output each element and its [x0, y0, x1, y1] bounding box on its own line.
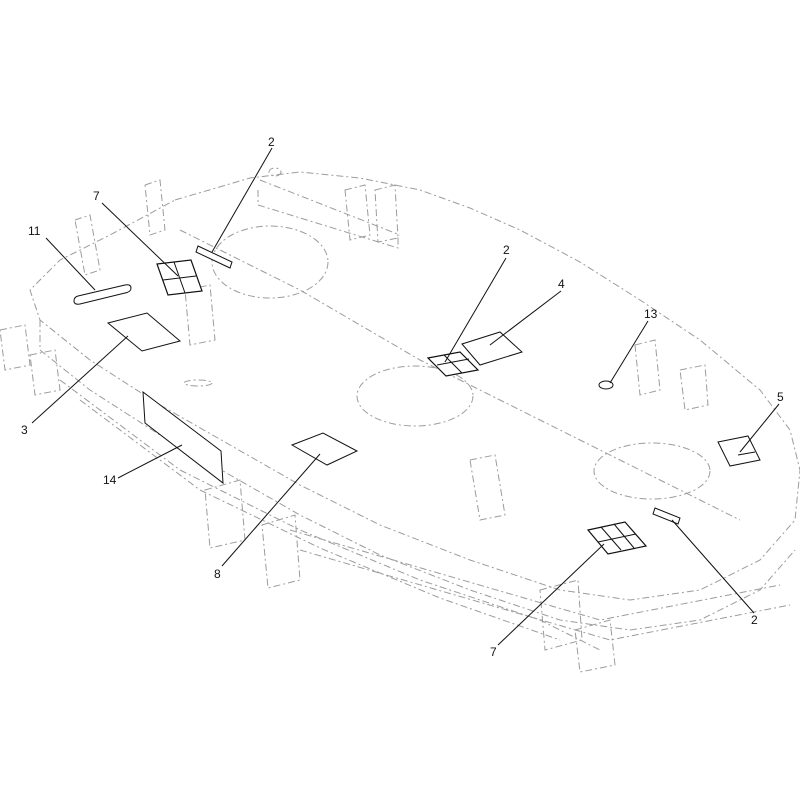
callout-label: 13 — [644, 307, 658, 321]
mower-deck-outline — [0, 167, 800, 673]
decal-14-side-panel — [142, 390, 224, 485]
decal-11-strip — [73, 284, 132, 305]
callout-label: 4 — [558, 277, 565, 291]
leader-lines — [31, 147, 780, 646]
decal-8-square — [290, 432, 359, 466]
decal-parts — [73, 245, 761, 555]
callout-label: 8 — [214, 567, 221, 581]
callout-label: 2 — [503, 243, 510, 257]
decal-2-lower-strip — [652, 507, 681, 525]
decal-2-upper — [195, 245, 233, 269]
decal-7-lower-grid — [586, 521, 648, 555]
callout-label: 7 — [490, 645, 497, 659]
callout-labels: 2 7 11 2 4 13 3 5 14 8 2 7 — [21, 135, 784, 659]
decal-7-upper-grid — [156, 259, 203, 296]
callout-label: 2 — [751, 613, 758, 627]
decal-5-panel — [717, 435, 761, 467]
decal-13-ring — [598, 380, 614, 390]
callout-label: 3 — [21, 423, 28, 437]
callout-label: 7 — [93, 189, 100, 203]
decal-4-panel — [461, 331, 523, 366]
decal-2-middle — [426, 351, 480, 377]
callout-label: 14 — [103, 473, 117, 487]
decal-3-panel — [106, 312, 182, 352]
callout-label: 2 — [268, 135, 275, 149]
callout-label: 11 — [28, 224, 41, 238]
callout-label: 5 — [777, 390, 784, 404]
